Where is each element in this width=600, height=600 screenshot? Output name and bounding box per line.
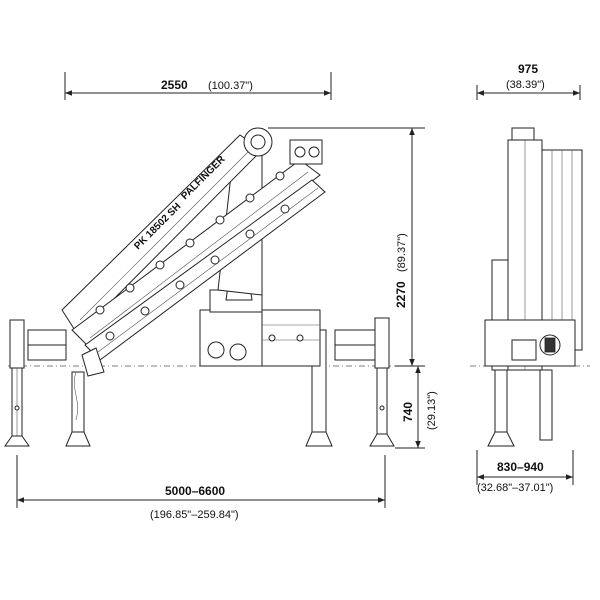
boom-rollers [95, 171, 290, 341]
chassis-frame [27, 329, 376, 361]
side-view-crane [484, 127, 583, 447]
height-in: (89.37") [396, 233, 408, 272]
outrigger-span-in: (196.85"–259.84") [150, 509, 239, 521]
height-mm: 2270 [394, 281, 408, 308]
dimension-side-width: 975 (38.39") [476, 62, 581, 100]
left-inner-jack [65, 371, 91, 447]
dimension-outrigger-height: 740 (29.13") [395, 365, 438, 449]
top-width-in: (100.37") [208, 80, 253, 92]
side-width-mm: 975 [518, 62, 538, 76]
outrigger-height-mm: 740 [401, 402, 415, 422]
crane-base [199, 285, 321, 367]
side-width-in: (38.39") [506, 79, 545, 91]
outrigger-height-in: (29.13") [426, 391, 438, 430]
dimension-outrigger-span: 5000–6600 (196.85"–259.84") [16, 455, 386, 521]
left-outrigger [4, 319, 30, 447]
outrigger-span-mm: 5000–6600 [165, 484, 225, 498]
dimension-base-width: 830–940 (32.68"–37.01") [476, 450, 574, 494]
dimension-top-width: 2550 (100.37") [64, 72, 332, 100]
top-width-mm: 2550 [161, 78, 188, 92]
dimension-height: 2270 (89.37") [268, 127, 425, 366]
right-outrigger [369, 317, 395, 447]
base-width-mm: 830–940 [497, 460, 544, 474]
base-width-in: (32.68"–37.01") [477, 482, 553, 494]
